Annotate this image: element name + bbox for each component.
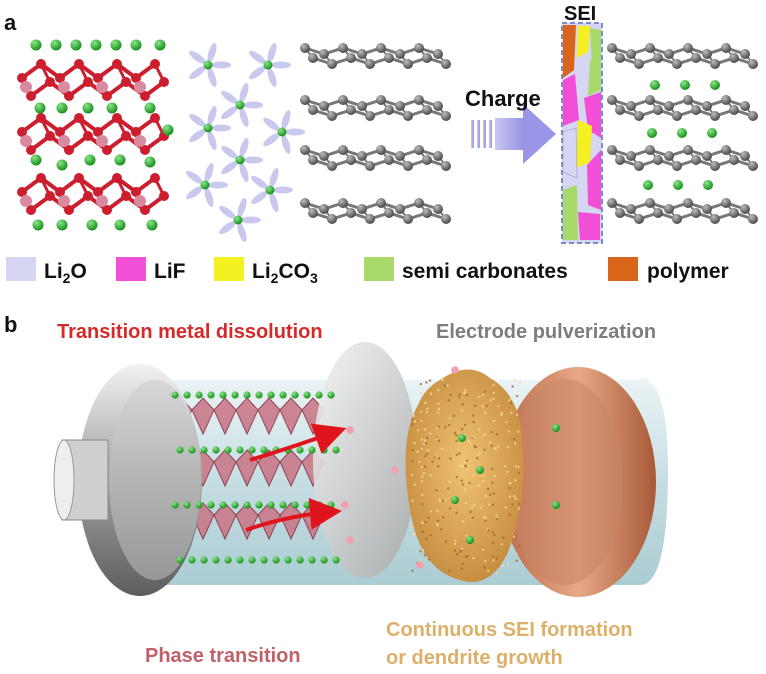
charge-arrow [471, 104, 556, 164]
legend-li2co3: Li2CO3 [252, 260, 318, 286]
legend-lif: LiF [154, 260, 186, 283]
layered-oxide-cathode [17, 39, 174, 231]
charge-label: Charge [465, 86, 541, 111]
continuous-sei-label-line2: or dendrite growth [386, 647, 563, 669]
electrode-particles [410, 378, 522, 575]
sei-layer [561, 22, 603, 244]
graphite-anode-lithiated [607, 43, 758, 224]
panel-b-label: b [4, 312, 17, 337]
sei-legend: Li2O LiF Li2CO3 semi carbonates polymer [6, 257, 729, 286]
legend-polymer: polymer [647, 260, 729, 283]
legend-swatch-lif [116, 257, 146, 281]
legend-swatch-li2co3 [214, 257, 244, 281]
legend-semi-carbonates: semi carbonates [402, 260, 568, 283]
graphite-anode-pristine [300, 43, 451, 224]
dissolution-arrow-upper [249, 423, 347, 462]
continuous-sei-label-line1: Continuous SEI formation [386, 619, 633, 641]
electrode-pulverization-label: Electrode pulverization [436, 321, 656, 343]
panel-a-label: a [4, 10, 17, 35]
legend-li2o: Li2O [44, 260, 87, 286]
phase-transition-label: Phase transition [145, 645, 301, 667]
pulverized-electrode [405, 369, 524, 583]
separator-disc [313, 342, 417, 578]
battery-cell [53, 342, 668, 597]
sei-label: SEI [564, 3, 596, 25]
solvated-lithium-ions [186, 43, 305, 242]
transition-metal-dissolution-label: Transition metal dissolution [57, 321, 323, 343]
legend-swatch-li2o [6, 257, 36, 281]
dissolution-arrow-lower [245, 497, 342, 532]
legend-swatch-polymer [608, 257, 638, 281]
legend-swatch-semi-carbonates [364, 257, 394, 281]
